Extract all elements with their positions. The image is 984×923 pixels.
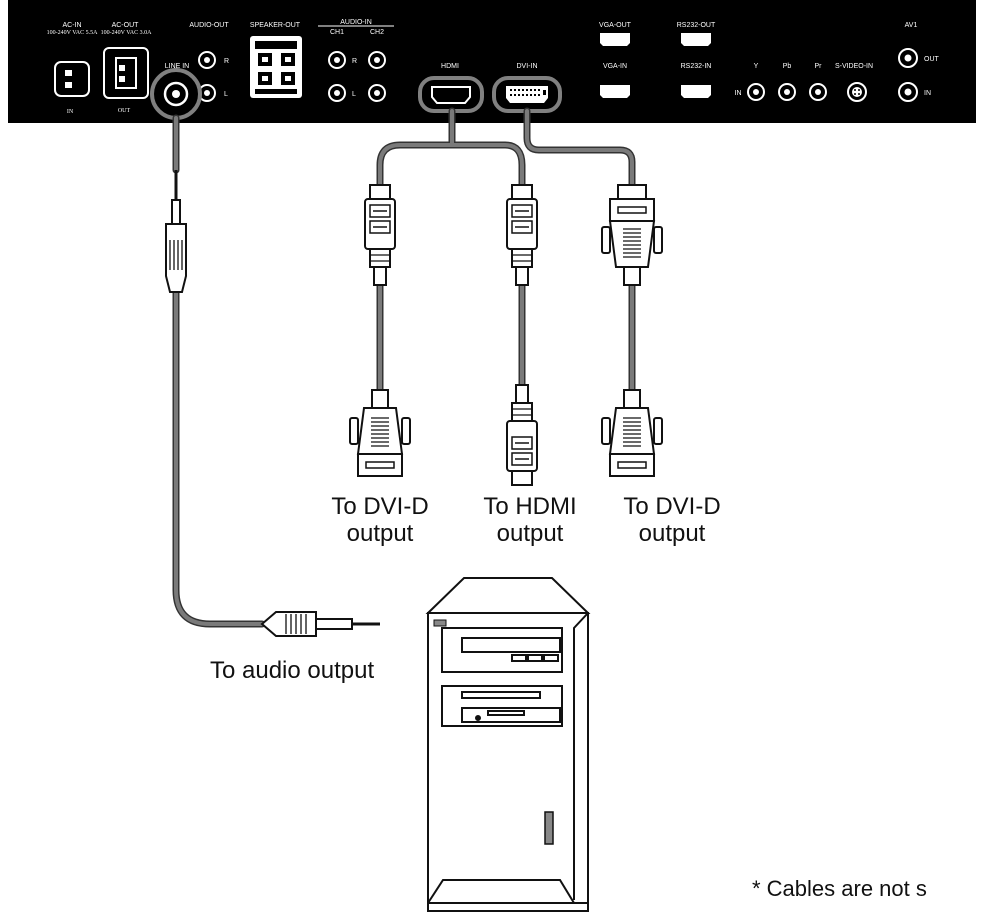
label-to-audio-output: To audio output [210, 657, 375, 684]
ch2-label: CH2 [370, 29, 384, 36]
pr-jack[interactable] [809, 83, 827, 101]
label-to-dvi-d-left-line2: output [346, 520, 414, 547]
av1-in-label: IN [924, 90, 931, 97]
vga-in-label: VGA-IN [603, 63, 627, 70]
label-to-dvi-d-right-line2: output [638, 520, 706, 547]
rs232-out-port[interactable] [681, 33, 711, 46]
line-in-label: LINE IN [165, 63, 190, 70]
label-to-dvi-d-right: To DVI-D output [592, 493, 752, 547]
audio-out-l-label: L [224, 91, 228, 98]
dvi-in-panel-label: DVI-IN [517, 63, 538, 70]
audio-in-ch2-r-jack[interactable] [368, 51, 386, 69]
line-in-jack[interactable] [163, 81, 189, 107]
label-to-dvi-d-left: To DVI-D output [300, 493, 460, 547]
ac-out-rating: 100-240V VAC 3.0A [101, 30, 153, 36]
dvi-plug-upper [601, 184, 663, 286]
audio-out-label: AUDIO-OUT [189, 22, 229, 29]
footnote: * Cables are not s [752, 876, 927, 901]
audio-jack-plug-lower [260, 611, 380, 637]
ac-out-label: AC-OUT [112, 22, 140, 29]
hdmi-highlight-ring [418, 76, 484, 113]
ac-in-label: AC-IN [62, 22, 81, 29]
audio-in-ch2-l-jack[interactable] [368, 84, 386, 102]
s-video-in-jack[interactable] [847, 82, 867, 102]
label-to-hdmi-line1: To HDMI [483, 493, 577, 520]
audio-in-ch1-r-jack[interactable] [328, 51, 346, 69]
vga-in-port[interactable] [600, 85, 630, 98]
rs232-in-port[interactable] [681, 85, 711, 98]
speaker-out-label: SPEAKER-OUT [250, 22, 301, 29]
ac-in-sub-label: IN [67, 109, 74, 115]
computer-tower [425, 577, 591, 912]
hdmi-panel-label: HDMI [441, 63, 459, 70]
ch1-label: CH1 [330, 29, 344, 36]
av1-out-jack[interactable] [898, 48, 918, 68]
hdmi-plug-left-upper [364, 184, 396, 286]
vga-out-port[interactable] [600, 33, 630, 46]
hdmi-plug-middle-lower [506, 384, 538, 486]
audio-out-r-label: R [224, 58, 229, 65]
ac-out-socket[interactable] [103, 47, 149, 99]
y-jack[interactable] [747, 83, 765, 101]
pb-label: Pb [783, 63, 792, 70]
label-to-hdmi-line2: output [496, 520, 564, 547]
label-to-dvi-d-left-line1: To DVI-D [331, 493, 429, 520]
rear-panel: AC-IN 100-240V VAC 5.5A IN AC-OUT 100-24… [8, 0, 976, 123]
audio-in-ch1-l-jack[interactable] [328, 84, 346, 102]
label-to-dvi-d-right-line1: To DVI-D [623, 493, 721, 520]
vga-out-label: VGA-OUT [599, 22, 632, 29]
hdmi-plug-right-upper [506, 184, 538, 286]
component-in-label: IN [735, 90, 742, 97]
audio-cable-lower [172, 288, 266, 628]
audio-in-label: AUDIO-IN [340, 19, 372, 26]
av1-label: AV1 [905, 22, 918, 29]
pr-label: Pr [815, 63, 823, 70]
speaker-out-terminal[interactable] [250, 36, 302, 98]
audio-jack-plug-upper [165, 170, 187, 293]
tower-top [425, 577, 591, 614]
optical-drive [461, 637, 561, 653]
dvi-plug-right-lower [601, 389, 663, 477]
rs232-in-label: RS232-IN [681, 63, 712, 70]
hdmi-port[interactable] [431, 86, 471, 104]
rs232-out-label: RS232-OUT [677, 22, 716, 29]
audio-in-l-label: L [352, 91, 356, 98]
ac-in-rating: 100-240V VAC 5.5A [47, 30, 99, 36]
ac-in-socket[interactable] [54, 61, 90, 97]
dvi-in-port[interactable] [506, 86, 548, 103]
dvi-plug-left-lower [349, 389, 411, 477]
tower-base [427, 902, 589, 912]
y-label: Y [754, 63, 759, 70]
power-led [433, 619, 447, 627]
cables [172, 107, 636, 628]
av1-in-jack[interactable] [898, 82, 918, 102]
ac-out-sub-label: OUT [118, 108, 131, 114]
s-video-in-label: S-VIDEO-IN [835, 63, 873, 70]
pb-jack[interactable] [778, 83, 796, 101]
drive-slot [461, 691, 541, 699]
audio-in-r-label: R [352, 58, 357, 65]
label-to-hdmi: To HDMI output [450, 493, 610, 547]
tower-vent [544, 811, 554, 845]
audio-out-r-jack[interactable] [198, 51, 216, 69]
av1-out-label: OUT [924, 56, 940, 63]
